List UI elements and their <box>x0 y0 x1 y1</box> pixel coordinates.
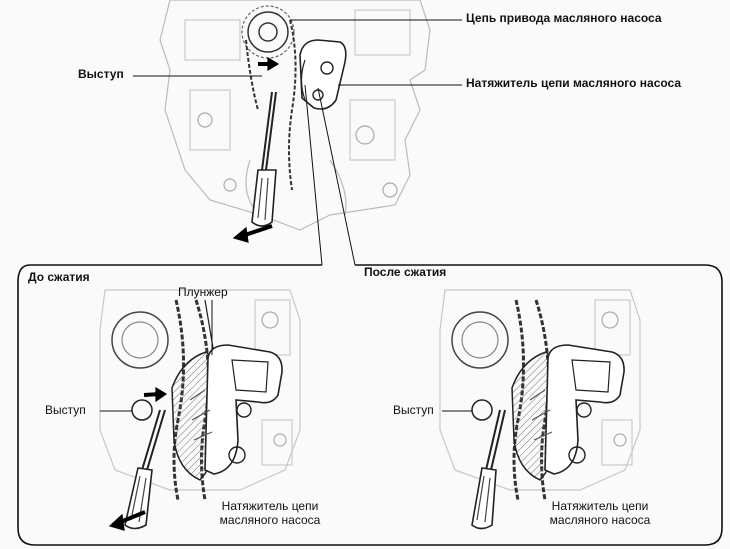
protrusion-label-right: Выступ <box>393 403 434 417</box>
left-panel-leaders <box>100 300 213 412</box>
tensioner-label-right: Натяжитель цепи масляного насоса <box>530 499 670 528</box>
protrusion-label-top: Выступ <box>78 67 124 81</box>
protrusion-label-left: Выступ <box>45 403 86 417</box>
top-leader-lines <box>133 19 462 266</box>
tensioner-label-right-line2: масляного насоса <box>549 512 651 527</box>
plunger-label: Плунжер <box>178 285 228 299</box>
chain-label: Цепь привода масляного насоса <box>466 11 662 25</box>
right-panel-drawing <box>439 289 641 530</box>
tensioner-label-left-line1: Натяжитель цепи <box>221 499 319 513</box>
tensioner-label-left: Натяжитель цепи масляного насоса <box>200 499 340 528</box>
tensioner-label-top: Натяжитель цепи масляного насоса <box>466 76 682 90</box>
tensioner-label-right-line1: Натяжитель цепи <box>551 499 649 513</box>
detail-box-outline <box>17 264 723 546</box>
right-panel-title: После сжатия <box>364 265 447 279</box>
left-panel-drawing <box>99 289 301 531</box>
tensioner-label-left-line2: масляного насоса <box>219 512 321 527</box>
left-panel-title: До сжатия <box>28 270 90 284</box>
top-engine-drawing <box>159 0 431 243</box>
